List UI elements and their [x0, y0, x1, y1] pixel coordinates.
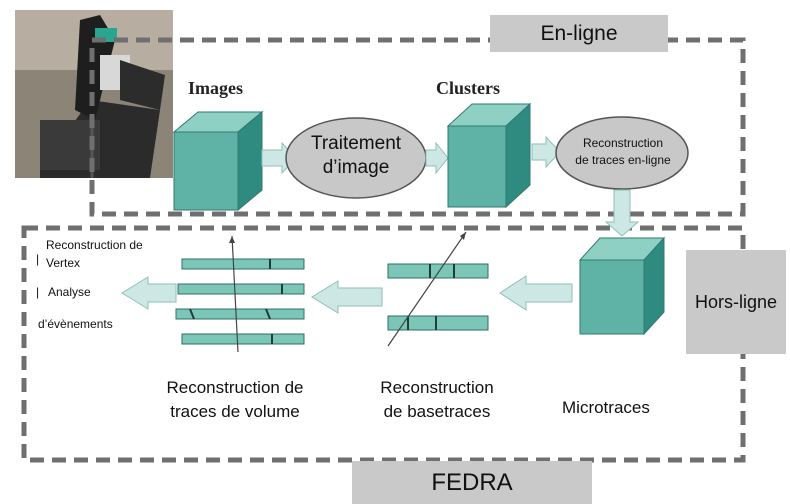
vertex-reco-text: Reconstruction de Vertex: [46, 236, 143, 272]
arrow-volume-to-analysis: [121, 276, 177, 310]
basetrack-reco-line-2: de basetraces: [383, 402, 491, 421]
online-label: En-ligne: [490, 15, 668, 52]
offline-section-border: [21, 225, 746, 463]
online-reco-ellipse: [555, 116, 689, 190]
online-reco-line-2: de traces en-ligne: [575, 153, 671, 167]
arrow-processing-to-clusters: [425, 141, 449, 175]
event-analysis-line-1: Analyse: [48, 285, 91, 299]
images-cube: [172, 110, 264, 212]
basetrack-reco-text: Reconstruction de basetraces: [352, 376, 522, 424]
vertex-reco-line-2: Vertex: [46, 256, 81, 270]
clusters-title: Clusters: [436, 78, 500, 98]
arrow-clusters-to-online-reco: [531, 135, 561, 169]
basetrack-reco-line-1: Reconstruction: [380, 378, 494, 397]
image-processing-line-2: d’image: [322, 157, 390, 178]
volume-reco-line-1: Reconstruction de: [166, 378, 304, 397]
online-section-border: [89, 37, 746, 217]
vertex-bullet: |: [36, 252, 40, 266]
clusters-cube: [446, 102, 532, 209]
online-reco-line-1: Reconstruction: [582, 136, 664, 150]
fedra-label: FEDRA: [352, 461, 592, 504]
offline-label: Hors-ligne: [686, 250, 786, 354]
vertex-reco-line-1: Reconstruction de: [46, 238, 143, 252]
arrow-online-to-microtracks: [604, 189, 640, 237]
arrow-microtracks-to-basetracks: [499, 275, 573, 311]
volume-reco-line-2: traces de volume: [170, 402, 300, 421]
image-processing-line-1: Traitement: [310, 133, 402, 154]
online-reco-text: Reconstruction de traces en-ligne: [556, 135, 690, 169]
analysis-bullet: |: [36, 285, 40, 299]
image-processing-text: Traitement d’image: [290, 132, 422, 180]
microtracks-label: Microtraces: [562, 398, 650, 417]
microtracks-cube: [578, 236, 666, 336]
basetracks-illustration: [387, 231, 489, 347]
event-analysis-line-2: d’évènements: [38, 317, 113, 331]
images-title: Images: [188, 78, 243, 98]
volume-tracks-illustration: [175, 235, 305, 353]
arrow-basetracks-to-volume: [311, 280, 383, 314]
volume-reco-text: Reconstruction de traces de volume: [130, 376, 340, 424]
